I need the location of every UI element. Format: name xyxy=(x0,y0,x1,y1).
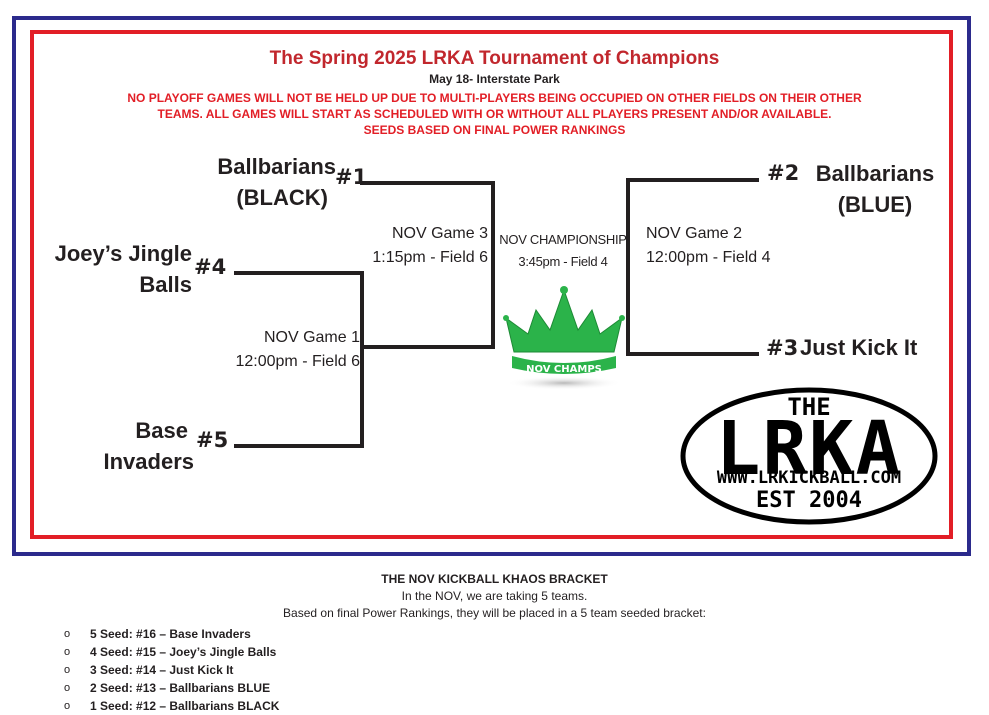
list-item: o 2 Seed: #13 – Ballbarians BLUE xyxy=(64,679,279,697)
details-title: THE NOV KICKBALL KHAOS BRACKET xyxy=(381,572,608,586)
list-item: o 4 Seed: #15 – Joey’s Jingle Balls xyxy=(64,643,279,661)
game3-info: NOV Game 3 1:15pm - Field 6 xyxy=(340,222,488,270)
bullet-icon: o xyxy=(64,700,71,712)
seed-label-1: #1 xyxy=(335,165,368,189)
game2-time: 12:00pm - Field 4 xyxy=(646,249,771,266)
trophy-label: NOV CHAMPS xyxy=(526,364,602,375)
crown-trophy-icon: NOV CHAMPS xyxy=(503,286,625,390)
seed-list-text: 1 Seed: #12 – Ballbarians BLACK xyxy=(90,699,280,713)
team-seed4: Joey’s Jingle Balls xyxy=(30,238,192,300)
bullet-icon: o xyxy=(64,628,71,640)
team-seed5: Base Invaders xyxy=(60,415,195,477)
details-line-1: In the NOV, we are taking 5 teams. xyxy=(401,589,588,603)
championship-info: NOV CHAMPIONSHIP 3:45pm - Field 4 xyxy=(496,229,630,273)
logo-letters: LRKA xyxy=(716,406,902,492)
game2-info: NOV Game 2 12:00pm - Field 4 xyxy=(646,222,806,270)
logo-the: THE xyxy=(787,393,830,421)
game1-time: 12:00pm - Field 6 xyxy=(235,353,360,370)
rules-notice: NO PLAYOFF GAMES WILL NOT BE HELD UP DUE… xyxy=(90,90,899,138)
team-seed2-line2: (BLUE) xyxy=(837,192,913,217)
game3-name: NOV Game 3 xyxy=(391,225,488,242)
notice-line-1: NO PLAYOFF GAMES WILL NOT BE HELD UP DUE… xyxy=(127,91,862,105)
bullet-icon: o xyxy=(64,682,71,694)
game1-info: NOV Game 1 12:00pm - Field 6 xyxy=(210,326,360,374)
team-seed2-line1: Ballbarians xyxy=(815,161,935,186)
team-seed1-line1: Ballbarians xyxy=(217,154,336,179)
list-item: o 1 Seed: #12 – Ballbarians BLACK xyxy=(64,697,279,715)
event-date-location: May 18- Interstate Park xyxy=(429,72,560,86)
lrka-logo: THE LRKA WWW.LRKICKBALL.COM EST 2004 xyxy=(680,387,938,525)
seed-list: o 5 Seed: #16 – Base Invaders o 4 Seed: #1… xyxy=(64,625,279,715)
line-seed1 xyxy=(360,181,495,349)
team-seed4-line1: Joey’s Jingle xyxy=(54,241,192,266)
team-seed5-line1: Base xyxy=(135,418,188,443)
seed-label-3: #3 xyxy=(766,336,799,360)
team-seed5-line2: Invaders xyxy=(103,449,195,474)
outer-frame xyxy=(12,16,971,556)
game3-time: 1:15pm - Field 6 xyxy=(372,249,488,266)
game1-name: NOV Game 1 xyxy=(263,329,360,346)
seed-label-5: #5 xyxy=(196,428,229,452)
bullet-icon: o xyxy=(64,664,71,676)
details-line-2: Based on final Power Rankings, they will… xyxy=(283,606,706,620)
inner-frame xyxy=(30,30,953,539)
championship-time: 3:45pm - Field 4 xyxy=(518,254,608,269)
team-seed3: Just Kick It xyxy=(800,335,918,360)
notice-line-3: SEEDS BASED ON FINAL POWER RANKINGS xyxy=(363,123,626,137)
seed-label-2: #2 xyxy=(767,161,800,185)
team-seed2: Ballbarians (BLUE) xyxy=(800,158,950,220)
team-seed4-line2: Balls xyxy=(139,272,192,297)
bullet-icon: o xyxy=(64,646,71,658)
logo-est: EST 2004 xyxy=(756,488,862,513)
line-seed4-seed5 xyxy=(234,271,364,448)
seed-list-text: 3 Seed: #14 – Just Kick It xyxy=(90,663,234,677)
line-seed2-seed3 xyxy=(626,178,759,356)
page-title: The Spring 2025 LRKA Tournament of Champ… xyxy=(269,48,720,69)
logo-website: WWW.LRKICKBALL.COM xyxy=(717,468,901,488)
team-seed1-line2: (BLACK) xyxy=(236,185,328,210)
seed-list-text: 5 Seed: #16 – Base Invaders xyxy=(90,627,251,641)
championship-name: NOV CHAMPIONSHIP xyxy=(499,232,627,247)
list-item: o 5 Seed: #16 – Base Invaders xyxy=(64,625,279,643)
game2-name: NOV Game 2 xyxy=(646,225,743,242)
notice-line-2: TEAMS. ALL GAMES WILL START AS SCHEDULED… xyxy=(157,107,832,121)
seed-list-text: 4 Seed: #15 – Joey’s Jingle Balls xyxy=(90,645,277,659)
team-seed1: Ballbarians (BLACK) xyxy=(186,151,336,213)
seed-list-text: 2 Seed: #13 – Ballbarians BLUE xyxy=(90,681,271,695)
list-item: o 3 Seed: #14 – Just Kick It xyxy=(64,661,279,679)
seed-label-4: #4 xyxy=(194,255,227,279)
